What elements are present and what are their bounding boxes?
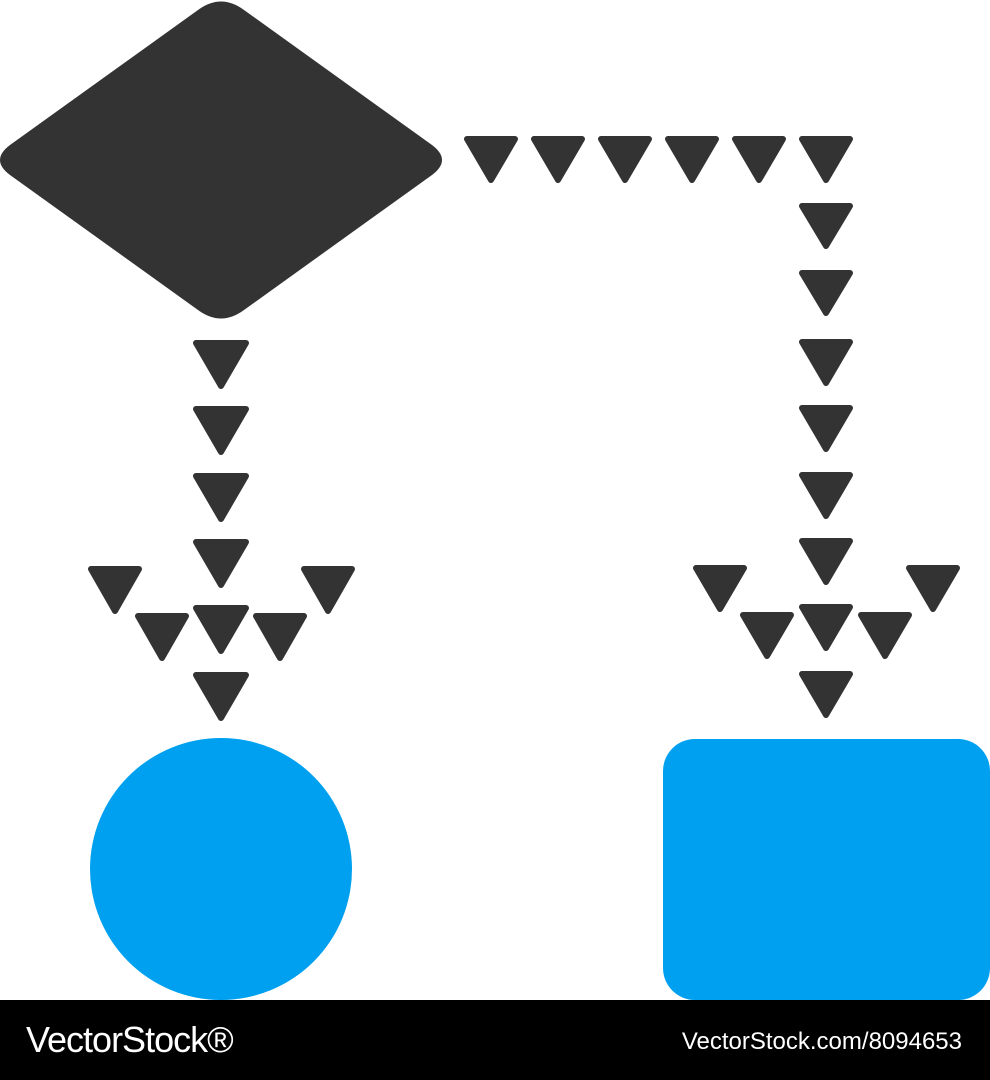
flowchart-diagram (0, 1, 990, 1000)
triangle-down-icon (301, 566, 355, 614)
triangle-down-icon (193, 340, 249, 389)
triangle-down-icon (193, 406, 249, 455)
triangle-down-icon (799, 203, 853, 249)
edge-decision-to-circle (88, 340, 355, 721)
triangle-down-icon (799, 671, 853, 718)
triangle-down-icon (799, 339, 853, 386)
triangle-down-icon (799, 604, 853, 651)
triangle-down-icon (253, 613, 307, 661)
triangle-down-icon (193, 605, 249, 654)
triangle-down-icon (740, 612, 794, 659)
triangle-down-icon (906, 565, 960, 612)
decision-diamond (0, 1, 442, 319)
watermark-footer: VectorStock® VectorStock.com/8094653 (0, 1000, 990, 1080)
circle-node (90, 738, 352, 1000)
triangle-down-icon (88, 566, 142, 614)
triangle-down-icon (799, 136, 853, 183)
triangle-down-icon (464, 136, 518, 183)
triangle-down-icon (665, 136, 719, 183)
triangle-down-icon (799, 405, 853, 452)
edge-decision-to-process (464, 136, 960, 718)
triangle-down-icon (799, 472, 853, 519)
triangle-down-icon (732, 136, 786, 183)
triangle-down-icon (693, 565, 747, 612)
triangle-down-icon (193, 473, 249, 522)
triangle-down-icon (799, 538, 853, 585)
image-id-label: VectorStock.com/8094653 (681, 1028, 962, 1055)
triangle-down-icon (799, 270, 853, 316)
triangle-down-icon (135, 613, 189, 661)
triangle-down-icon (193, 672, 249, 721)
triangle-down-icon (598, 136, 652, 183)
triangle-down-icon (858, 612, 912, 659)
triangle-down-icon (531, 136, 585, 183)
process-node (663, 739, 990, 1000)
triangle-down-icon (193, 539, 249, 588)
vectorstock-logo: VectorStock® (26, 1019, 234, 1060)
